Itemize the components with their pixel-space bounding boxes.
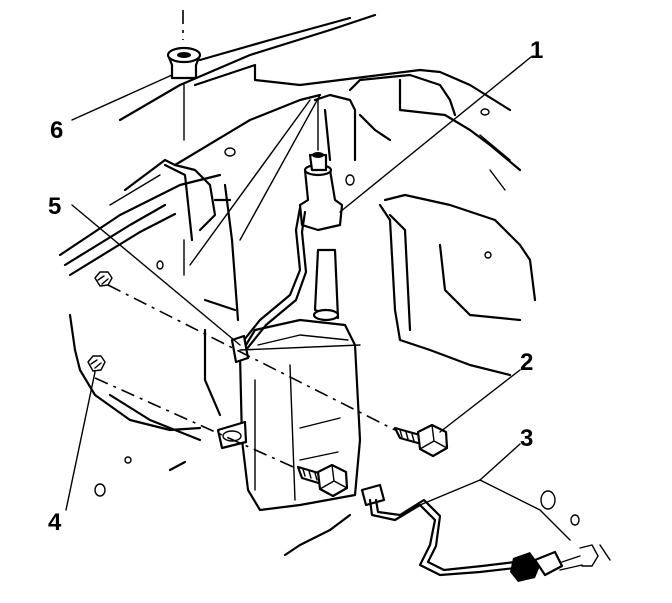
grommet — [166, 10, 202, 276]
callout-1: 1 — [530, 37, 543, 64]
mounting-bolt-lower — [94, 377, 349, 498]
leader-lines — [65, 56, 532, 511]
callout-5: 5 — [48, 193, 61, 220]
mounting-bolt-upper — [107, 284, 449, 458]
washer-hose — [230, 206, 361, 364]
callout-labels: 1 2 3 4 5 6 — [48, 37, 543, 536]
mounting-hole-lower — [87, 355, 106, 372]
callout-3: 3 — [520, 425, 533, 452]
callout-6: 6 — [50, 117, 63, 144]
pump-wire-harness — [360, 483, 599, 582]
callout-2: 2 — [520, 349, 533, 376]
callout-4: 4 — [48, 509, 62, 536]
body-panel — [58, 13, 611, 561]
mounting-hole-upper — [94, 271, 113, 287]
